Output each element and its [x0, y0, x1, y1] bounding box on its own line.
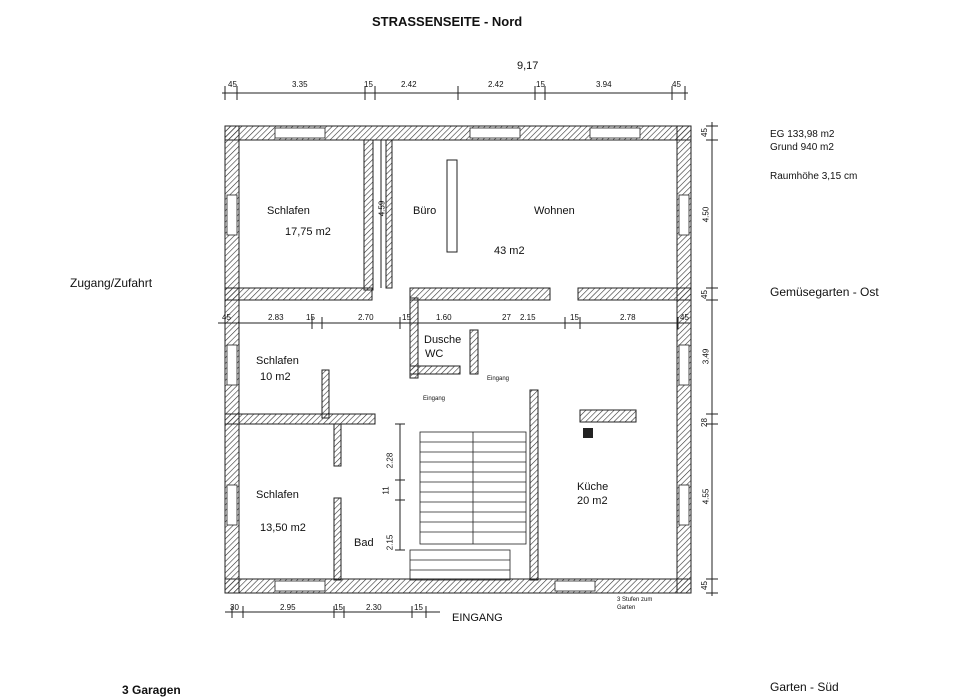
dim-bottom: 30 — [230, 603, 239, 612]
room-wohnen: Wohnen — [534, 205, 575, 217]
dim-mid: 15 — [570, 313, 579, 322]
dim-right: 4.50 — [701, 206, 711, 223]
interior-walls — [224, 139, 692, 581]
dim-bureau-depth: 4.59 — [377, 200, 387, 217]
dim-right: 45 — [699, 581, 709, 590]
dim-top: 2.42 — [488, 80, 504, 89]
dim-top: 2.42 — [401, 80, 417, 89]
dim-stair-c: 2.15 — [385, 534, 395, 551]
top-dimension-line — [222, 86, 688, 100]
dim-mid: 2.83 — [268, 313, 284, 322]
note-stufen-1: 3 Stufen zum — [617, 597, 653, 603]
room-schlafen-1-area: 17,75 m2 — [285, 226, 331, 238]
dim-bottom: 2.95 — [280, 603, 296, 612]
room-schlafen-3: Schlafen — [256, 489, 299, 501]
garages-label: 3 Garagen — [122, 683, 181, 697]
room-schlafen-3-area: 13,50 m2 — [260, 522, 306, 534]
dim-mid: 1.60 — [436, 313, 452, 322]
dim-top: 45 — [228, 80, 237, 89]
windows — [226, 127, 690, 592]
side-east: Gemüsegarten - Ost — [770, 285, 879, 299]
dim-bottom: 15 — [414, 603, 423, 612]
room-buero: Büro — [413, 205, 437, 217]
dim-top: 3.94 — [596, 80, 612, 89]
buero-shelf — [446, 159, 458, 253]
room-kueche-area: 20 m2 — [577, 495, 608, 507]
dim-bottom: 2.30 — [366, 603, 382, 612]
bottom-dimension-line — [225, 606, 440, 618]
room-bad: Bad — [354, 537, 374, 549]
chimney — [583, 428, 593, 438]
room-dusche: Dusche — [424, 334, 462, 346]
side-south: Garten - Süd — [770, 680, 839, 694]
dim-top: 3.35 — [292, 80, 308, 89]
dim-stair-b: 11 — [381, 486, 391, 495]
mid-dimension-line — [218, 317, 690, 329]
dim-right: 45 — [699, 128, 709, 137]
dim-top: 45 — [672, 80, 681, 89]
dim-mid: 27 — [502, 313, 511, 322]
info-raumhoehe: Raumhöhe 3,15 cm — [770, 171, 858, 182]
note-eingang-left: Eingang — [423, 396, 446, 402]
dim-top: 15 — [536, 80, 545, 89]
entrance-steps — [409, 549, 511, 581]
page-title: STRASSENSEITE - Nord — [372, 14, 523, 29]
staircase — [419, 431, 527, 545]
side-west: Zugang/Zufahrt — [70, 276, 153, 290]
dim-mid: 2.15 — [520, 313, 536, 322]
dim-bottom: 15 — [334, 603, 343, 612]
room-schlafen-1: Schlafen — [267, 205, 310, 217]
room-schlafen-2-area: 10 m2 — [260, 371, 291, 383]
dim-right: 28 — [699, 418, 709, 427]
dim-mid: 2.70 — [358, 313, 374, 322]
dim-mid: 45 — [222, 313, 231, 322]
dim-right: 45 — [699, 290, 709, 299]
dim-mid: 15 — [402, 313, 411, 322]
room-schlafen-2: Schlafen — [256, 355, 299, 367]
note-stufen-2: Garten — [617, 605, 636, 611]
inner-dimension-lines — [380, 140, 405, 551]
dim-mid: 2.78 — [620, 313, 636, 322]
info-grund: Grund 940 m2 — [770, 142, 834, 153]
dim-right: 3.49 — [701, 348, 711, 365]
room-wohnen-area: 43 m2 — [494, 245, 525, 257]
info-eg: EG 133,98 m2 — [770, 129, 835, 140]
dim-top: 15 — [364, 80, 373, 89]
dim-right: 4.55 — [701, 488, 711, 505]
room-dusche-wc: WC — [425, 348, 444, 360]
dim-stair-a: 2.28 — [385, 452, 395, 469]
dim-mid: 45 — [680, 313, 689, 322]
room-kueche: Küche — [577, 481, 609, 493]
right-dimension-line — [706, 122, 718, 596]
entrance-label: EINGANG — [452, 612, 503, 624]
dim-mid: 15 — [306, 313, 315, 322]
overall-width: 9,17 — [517, 60, 539, 72]
note-eingang-top: Eingang — [487, 376, 510, 382]
